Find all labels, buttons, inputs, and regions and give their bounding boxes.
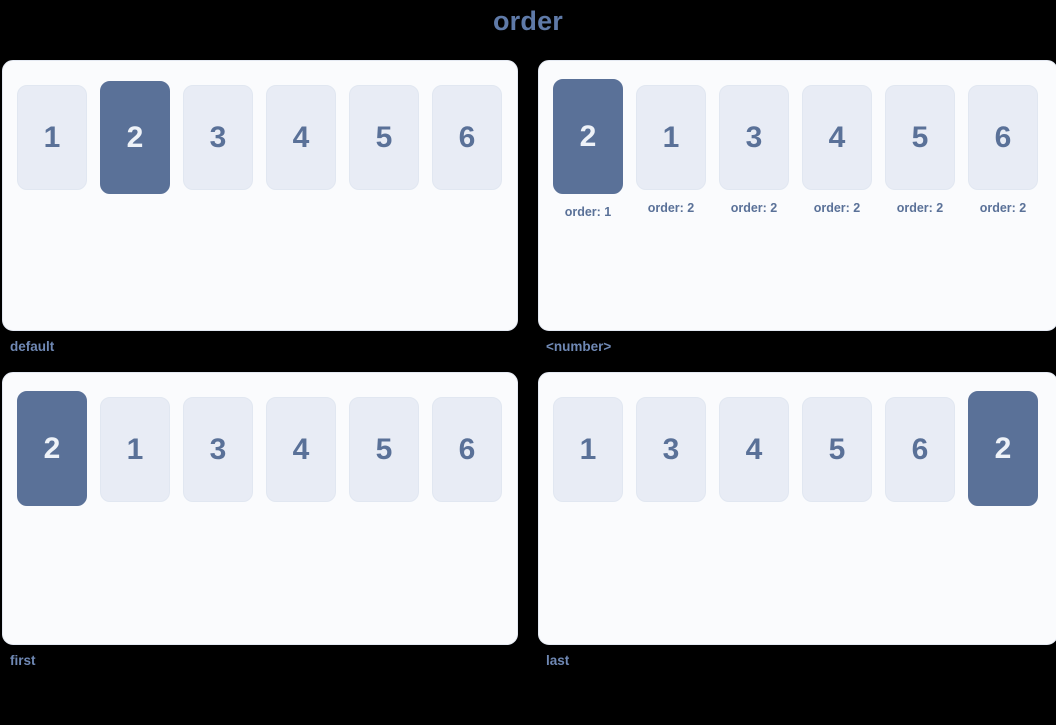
order-box[interactable]: 1 bbox=[100, 397, 170, 502]
order-cell: 2 bbox=[968, 391, 1038, 506]
order-box[interactable]: 1 bbox=[553, 397, 623, 502]
order-box[interactable]: 5 bbox=[802, 397, 872, 502]
order-box[interactable]: 6 bbox=[432, 397, 502, 502]
order-cell: 3 bbox=[636, 397, 706, 502]
order-box[interactable]: 1 bbox=[636, 85, 706, 190]
order-box[interactable]: 5 bbox=[885, 85, 955, 190]
order-cell: 1 bbox=[553, 397, 623, 502]
order-box[interactable]: 3 bbox=[719, 85, 789, 190]
order-cell: 6 order: 2 bbox=[968, 85, 1038, 216]
order-cell: 5 bbox=[349, 85, 419, 190]
order-cell: 2 bbox=[100, 81, 170, 194]
order-box[interactable]: 6 bbox=[885, 397, 955, 502]
order-box[interactable]: 5 bbox=[349, 85, 419, 190]
order-box[interactable]: 4 bbox=[266, 85, 336, 190]
order-cell: 1 bbox=[100, 397, 170, 502]
order-cell: 3 bbox=[183, 397, 253, 502]
order-box[interactable]: 6 bbox=[432, 85, 502, 190]
order-cell: 6 bbox=[432, 85, 502, 190]
order-value-label: order: 1 bbox=[564, 205, 612, 219]
order-cell: 1 order: 2 bbox=[636, 85, 706, 216]
order-cell: 4 bbox=[719, 397, 789, 502]
panel-label-first: first bbox=[10, 653, 36, 668]
order-box[interactable]: 4 bbox=[802, 85, 872, 190]
order-box-highlighted[interactable]: 2 bbox=[17, 391, 87, 506]
order-cell: 2 order: 1 bbox=[553, 79, 623, 220]
order-value-label: order: 2 bbox=[979, 201, 1027, 215]
order-box[interactable]: 5 bbox=[349, 397, 419, 502]
order-box[interactable]: 4 bbox=[719, 397, 789, 502]
order-box-highlighted[interactable]: 2 bbox=[968, 391, 1038, 506]
order-box-highlighted[interactable]: 2 bbox=[100, 81, 170, 194]
order-box[interactable]: 3 bbox=[183, 397, 253, 502]
order-box[interactable]: 3 bbox=[636, 397, 706, 502]
box-row-number: 2 order: 1 1 order: 2 3 order: 2 4 order: 2 5 ord… bbox=[553, 79, 1038, 220]
order-value-label: order: 2 bbox=[896, 201, 944, 215]
order-box[interactable]: 4 bbox=[266, 397, 336, 502]
panel-label-default: default bbox=[10, 339, 55, 354]
order-value-label: order: 2 bbox=[813, 201, 861, 215]
order-box[interactable]: 1 bbox=[17, 85, 87, 190]
order-cell: 4 bbox=[266, 85, 336, 190]
order-value-label: order: 2 bbox=[730, 201, 778, 215]
order-cell: 5 order: 2 bbox=[885, 85, 955, 216]
order-cell: 2 bbox=[17, 391, 87, 506]
order-cell: 4 order: 2 bbox=[802, 85, 872, 216]
panel-label-number: <number> bbox=[546, 339, 612, 354]
demo-number: 2 order: 1 1 order: 2 3 order: 2 4 order: 2 5 ord… bbox=[538, 60, 1056, 354]
order-cell: 3 bbox=[183, 85, 253, 190]
order-cell: 6 bbox=[885, 397, 955, 502]
page-title: order bbox=[492, 6, 564, 36]
order-box[interactable]: 3 bbox=[183, 85, 253, 190]
order-cell: 6 bbox=[432, 397, 502, 502]
order-cell: 5 bbox=[349, 397, 419, 502]
order-cell: 4 bbox=[266, 397, 336, 502]
panel-number: 2 order: 1 1 order: 2 3 order: 2 4 order: 2 5 ord… bbox=[538, 60, 1056, 331]
order-cell: 5 bbox=[802, 397, 872, 502]
order-cell: 1 bbox=[17, 85, 87, 190]
order-box[interactable]: 6 bbox=[968, 85, 1038, 190]
panel-label-last: last bbox=[546, 653, 570, 668]
order-value-label: order: 2 bbox=[647, 201, 695, 215]
order-cell: 3 order: 2 bbox=[719, 85, 789, 216]
order-box-highlighted[interactable]: 2 bbox=[553, 79, 623, 194]
